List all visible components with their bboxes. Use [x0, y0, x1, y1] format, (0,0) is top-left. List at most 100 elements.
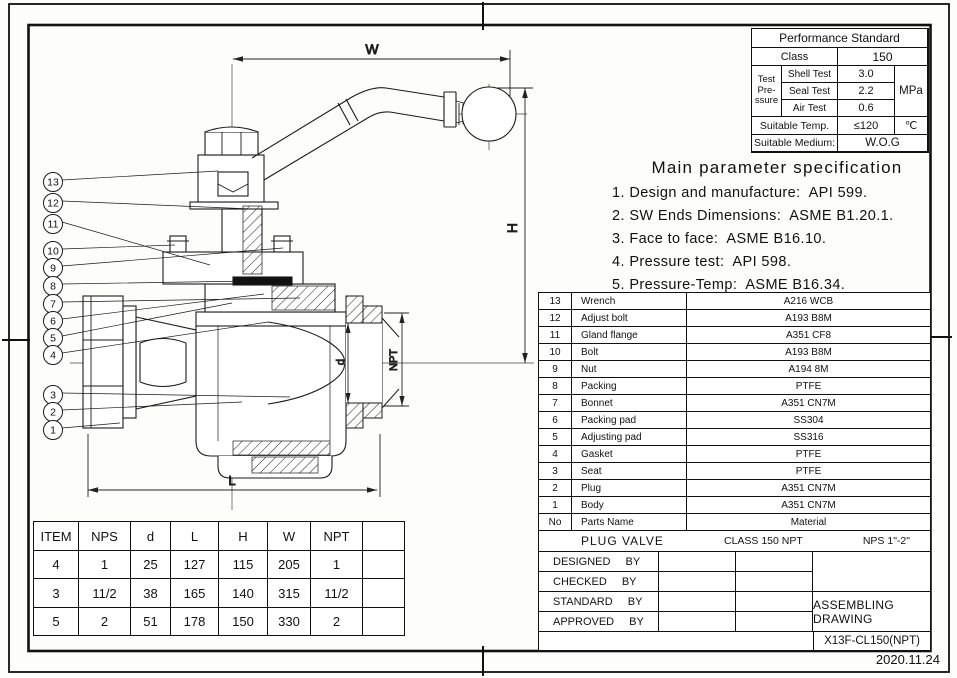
dim-cell: 127 [171, 551, 219, 579]
balloon-numbers: 13 12 11 10 9 8 7 6 5 4 3 2 1 [47, 177, 59, 437]
dim-cell: 4 [34, 551, 79, 579]
part-name: Bolt [572, 344, 687, 360]
class-label: Class [752, 48, 838, 66]
col-header [363, 522, 404, 551]
part-name: Packing [572, 378, 687, 394]
part-name: Packing pad [572, 412, 687, 428]
part-material: A351 CN7M [781, 397, 836, 409]
plug-profile [267, 321, 345, 405]
air-test-label: Air Test [782, 100, 838, 117]
part-material: SS316 [793, 431, 824, 443]
dim-cell: 205 [268, 551, 311, 579]
gland-bolts [167, 235, 293, 253]
grip-collar [443, 91, 469, 128]
approved-by-label: APPROVED BY [539, 612, 659, 632]
part-material: A351 CN7M [781, 499, 836, 511]
part-material: PTFE [795, 465, 822, 477]
drawing-name: ASSEMBLING DRAWING [813, 592, 930, 632]
part-no: 6 [539, 412, 572, 428]
signature-cell [659, 612, 736, 632]
dim-cell: 315 [268, 579, 311, 608]
col-header: NPS [79, 522, 131, 551]
air-test-value: 0.6 [838, 100, 895, 117]
balloon-1: 1 [50, 425, 56, 437]
dim-L: L [87, 434, 381, 497]
col-header-name: Parts Name [572, 514, 687, 531]
part-name: Gland flange [572, 327, 687, 343]
col-header-no: No [539, 514, 572, 531]
suitable-temp-label: Suitable Temp. [752, 117, 838, 135]
signature-cell [736, 552, 813, 572]
balloon-11: 11 [48, 219, 59, 231]
part-material: A194 8M [788, 363, 829, 375]
part-name: Body [572, 497, 687, 513]
elbow-collar [337, 98, 359, 126]
part-material: SS304 [793, 414, 824, 426]
grip-ball [461, 86, 517, 142]
balloon-leaders [61, 170, 301, 429]
col-header: H [219, 522, 268, 551]
seal-test-label: Seal Test [782, 83, 838, 100]
balloon-2: 2 [50, 407, 56, 419]
dim-cell [363, 579, 404, 608]
wrench-handle [251, 86, 517, 181]
balloon-7: 7 [50, 299, 56, 311]
drawing-number: X13F-CL150(NPT) [813, 632, 930, 650]
temp-unit: ℃ [895, 117, 928, 135]
balloon-6: 6 [50, 316, 56, 328]
balloon-4: 4 [50, 350, 56, 362]
dim-cell: 2 [79, 608, 131, 635]
dim-cell: 2 [311, 608, 363, 635]
part-name: Bonnet [572, 395, 687, 411]
col-header-material: Material [790, 517, 827, 528]
dim-cell: 38 [131, 579, 171, 608]
part-material: A216 WCB [783, 295, 834, 307]
part-material: A193 B8M [785, 312, 832, 324]
part-name: Adjusting pad [572, 429, 687, 445]
dim-cell: 165 [171, 579, 219, 608]
checked-by-label: CHECKED BY [539, 572, 659, 592]
standard-by-label: STANDARD BY [539, 592, 659, 612]
body-top-flange [195, 311, 347, 327]
dim-cell: 140 [219, 579, 268, 608]
designed-by-label: DESIGNED BY [539, 552, 659, 572]
col-header: L [171, 522, 219, 551]
body-center [195, 325, 347, 457]
dim-cell: 1 [79, 551, 131, 579]
dim-cell: 51 [131, 608, 171, 635]
title-block: PLUG VALVE CLASS 150 NPT NPS 1"-2" DESIG… [538, 530, 931, 651]
part-no: 12 [539, 310, 572, 326]
dim-label-l: L [228, 473, 235, 488]
dim-cell: 11/2 [79, 579, 131, 608]
main-parameter-specification: Main parameter specification 1. Design a… [612, 158, 942, 297]
part-no: 5 [539, 429, 572, 445]
part-no: 9 [539, 361, 572, 377]
left-socket-end [82, 295, 124, 429]
suitable-temp-value: ≤120 [838, 117, 895, 135]
dim-cell: 5 [34, 608, 79, 635]
right-npt-end [345, 295, 400, 429]
dim-NPT: NPT [384, 312, 409, 407]
funnel-lines [381, 317, 400, 409]
dim-cell: 150 [219, 608, 268, 635]
adjust-bolt-nut [204, 126, 259, 156]
part-no: 2 [539, 480, 572, 496]
hex-boss [139, 337, 187, 388]
balloon-callouts: 13 12 11 10 9 8 7 6 5 4 3 2 1 [43, 170, 301, 440]
pressure-unit: MPa [895, 66, 928, 117]
performance-title: Performance Standard [752, 29, 928, 48]
part-no: 1 [539, 497, 572, 513]
balloon-circles [43, 172, 63, 440]
